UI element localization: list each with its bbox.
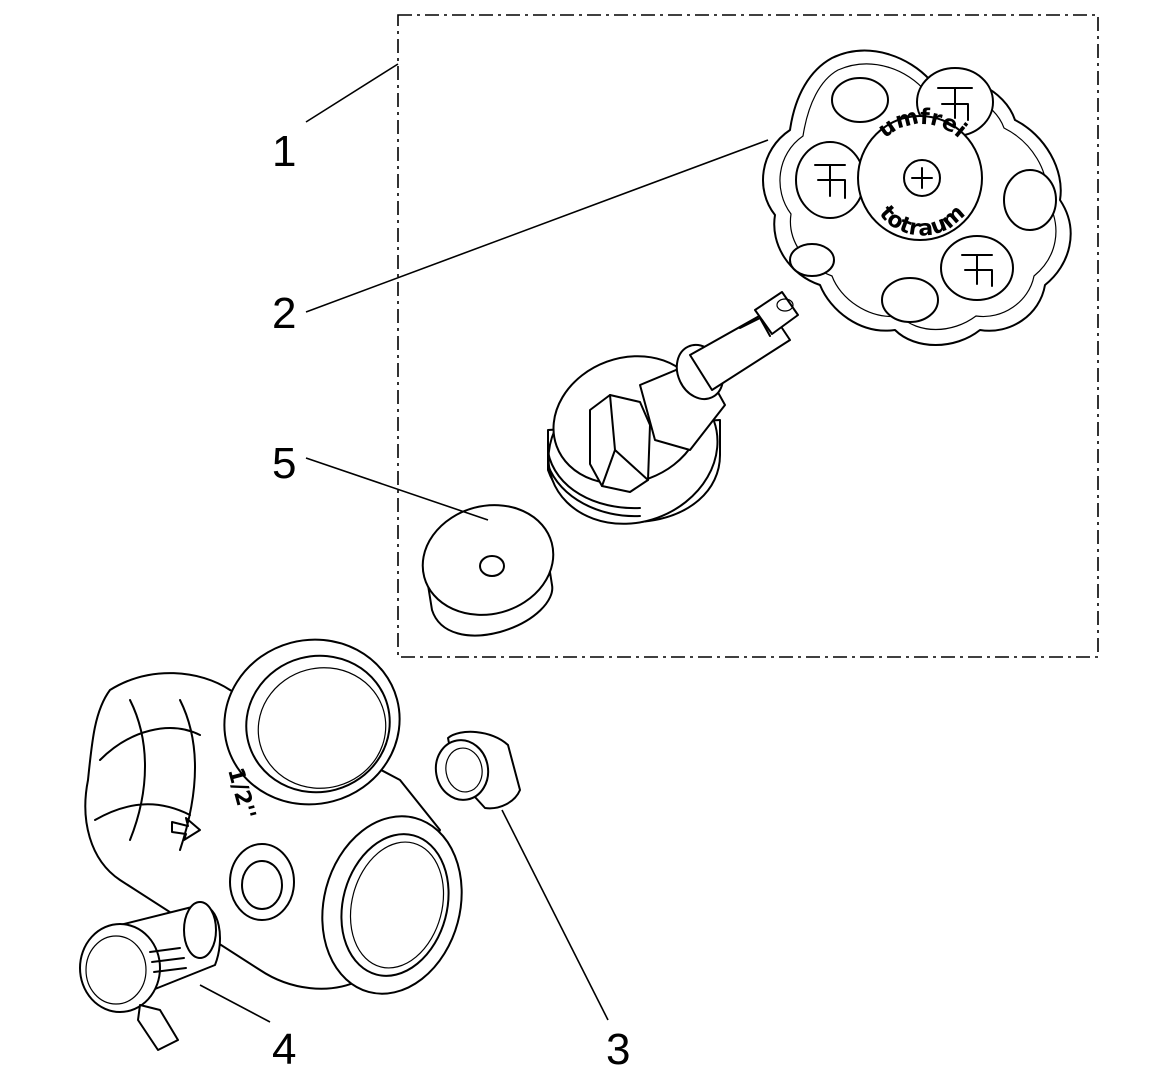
callout-4: 4	[272, 1025, 296, 1074]
seal-washer	[421, 504, 555, 637]
plug-cap	[434, 730, 521, 810]
leader-line-2	[305, 139, 769, 313]
drain-fitting	[79, 901, 221, 1051]
valve-body: 1/2''	[84, 638, 463, 995]
callout-2: 2	[272, 289, 296, 338]
callout-3: 3	[606, 1025, 630, 1074]
valve-headpiece	[547, 291, 799, 525]
assembly-group-box	[397, 14, 1099, 658]
leader-line-5	[305, 457, 489, 521]
callout-1: 1	[272, 127, 296, 176]
leader-line-4	[199, 984, 271, 1023]
leader-line-1	[305, 63, 399, 123]
callout-5: 5	[272, 439, 296, 488]
leader-line-3	[501, 809, 609, 1021]
handwheel: umfrei totraum	[762, 49, 1072, 346]
